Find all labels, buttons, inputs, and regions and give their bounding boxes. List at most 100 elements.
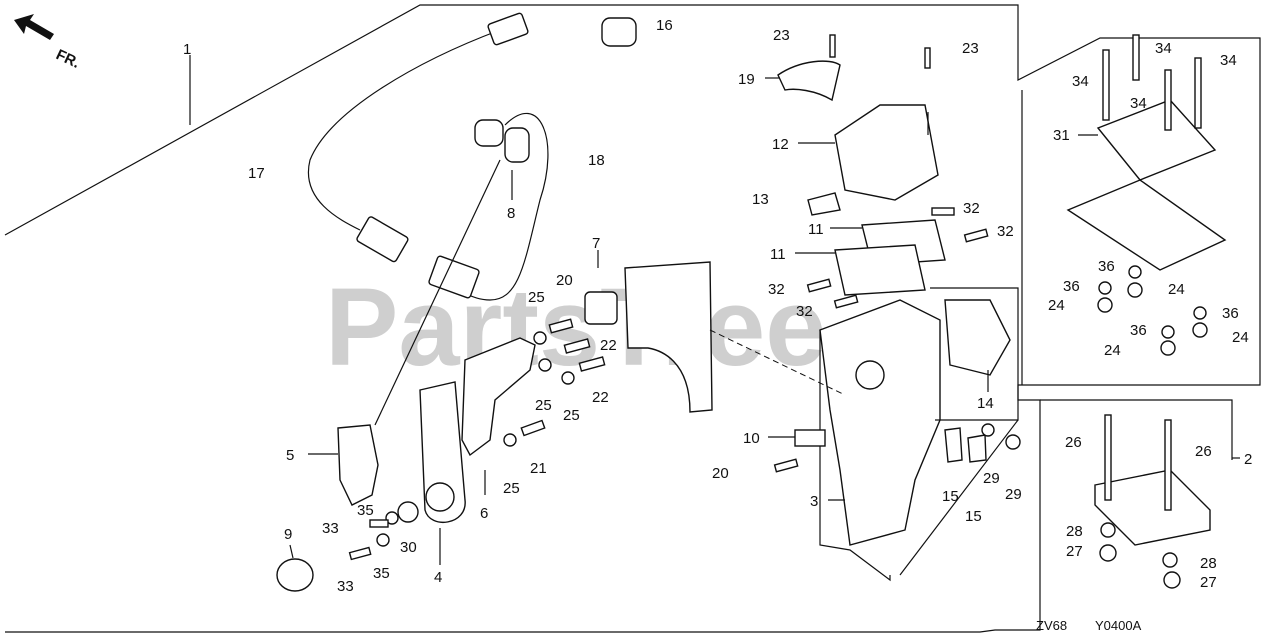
- callout: 20: [556, 272, 573, 289]
- callout: 23: [773, 27, 790, 44]
- callout: 32: [963, 200, 980, 217]
- callout: 29: [983, 470, 1000, 487]
- callout: 32: [796, 303, 813, 320]
- nut-24c: [1160, 340, 1176, 356]
- bolt-32a: [931, 207, 955, 216]
- bushing-20: [584, 291, 618, 325]
- plug-9: [276, 558, 314, 592]
- callout: 27: [1066, 543, 1083, 560]
- wire-harness: [307, 12, 529, 263]
- bolt-34a: [1102, 49, 1110, 121]
- leader-9: [289, 544, 294, 559]
- callout: 18: [588, 152, 605, 169]
- housing-3: [819, 299, 941, 546]
- base-plate: [1066, 179, 1227, 271]
- callout: 17: [248, 165, 265, 182]
- callout: 2: [1244, 451, 1252, 468]
- callout: 16: [656, 17, 673, 34]
- screw-23b: [924, 47, 931, 69]
- washer-36b: [1128, 265, 1142, 279]
- callout: 23: [962, 40, 979, 57]
- callout: 36: [1098, 258, 1115, 275]
- callout: 24: [1104, 342, 1121, 359]
- callout: 28: [1066, 523, 1083, 540]
- collar-30: [397, 501, 419, 523]
- callout: 6: [480, 505, 488, 522]
- callout: 25: [528, 289, 545, 306]
- leader-3-box: [819, 330, 891, 582]
- nut-24a: [1097, 297, 1113, 313]
- cover-19: [777, 60, 841, 102]
- screw-23a: [829, 34, 836, 58]
- callout: 4: [434, 569, 442, 586]
- callout: 26: [1195, 443, 1212, 460]
- callout: 19: [738, 71, 755, 88]
- fasteners-left: [503, 318, 606, 447]
- clip-15a: [944, 427, 963, 463]
- callout: 35: [373, 565, 390, 582]
- callout: 35: [357, 502, 374, 519]
- code-left: ZV68: [1036, 618, 1067, 633]
- callout: 31: [1053, 127, 1070, 144]
- washer-35b: [376, 533, 390, 547]
- gasket-31: [1096, 99, 1217, 181]
- washer-35: [385, 511, 399, 525]
- callout: 24: [1048, 297, 1065, 314]
- leader-5: [374, 159, 501, 426]
- leader-14-diag: [899, 419, 1019, 576]
- callout: 15: [965, 508, 982, 525]
- callout: 11: [808, 221, 824, 238]
- dash-line: [709, 329, 846, 396]
- callout-labels: 1 16 17 18 8 7 20 25 22 25 25 22 21 25 5…: [183, 17, 1252, 595]
- gasket-7: [624, 261, 713, 413]
- washer-36d: [1193, 306, 1207, 320]
- callout: 9: [284, 526, 292, 543]
- nut-24d: [1192, 322, 1208, 338]
- callout: 22: [592, 389, 609, 406]
- bracket-6: [461, 337, 536, 457]
- callout: 36: [1063, 278, 1080, 295]
- bolt-26b: [1164, 419, 1172, 511]
- assembly-outline: [4, 4, 1261, 633]
- callout: 21: [530, 460, 547, 477]
- bolt-34c: [1164, 69, 1172, 131]
- watermark: PartsTree: [325, 266, 826, 389]
- callout: 33: [322, 520, 339, 537]
- callout: 32: [997, 223, 1014, 240]
- washer-29a: [981, 423, 995, 437]
- grommet-16: [601, 17, 637, 47]
- cover-14: [944, 299, 1011, 376]
- callout: 20: [712, 465, 729, 482]
- washer-36a: [1098, 281, 1112, 295]
- washer-29b: [1005, 434, 1021, 450]
- nut-27a: [1099, 544, 1117, 562]
- callout: 36: [1130, 322, 1147, 339]
- clip-10: [794, 429, 826, 447]
- callout: 34: [1220, 52, 1237, 69]
- bolt-26a: [1104, 414, 1112, 501]
- callout: 33: [337, 578, 354, 595]
- nut-24b: [1127, 282, 1143, 298]
- plate-11b: [834, 244, 926, 296]
- callout: 22: [600, 337, 617, 354]
- housing-3-shaft: [855, 360, 885, 390]
- callout: 34: [1072, 73, 1089, 90]
- bolt-34b: [1132, 34, 1140, 81]
- callout: 10: [743, 430, 760, 447]
- callout: 8: [507, 205, 515, 222]
- washer-36c: [1161, 325, 1175, 339]
- callout: 5: [286, 447, 294, 464]
- callout: 36: [1222, 305, 1239, 322]
- clip-15b: [967, 434, 987, 463]
- callout: 15: [942, 488, 959, 505]
- callout: 34: [1130, 95, 1147, 112]
- callout: 25: [535, 397, 552, 414]
- lever-4-bore: [425, 482, 455, 512]
- callout: 13: [752, 191, 769, 208]
- callout: 11: [770, 246, 786, 263]
- callout: 30: [400, 539, 417, 556]
- callout: 24: [1232, 329, 1249, 346]
- clip-13: [807, 192, 841, 216]
